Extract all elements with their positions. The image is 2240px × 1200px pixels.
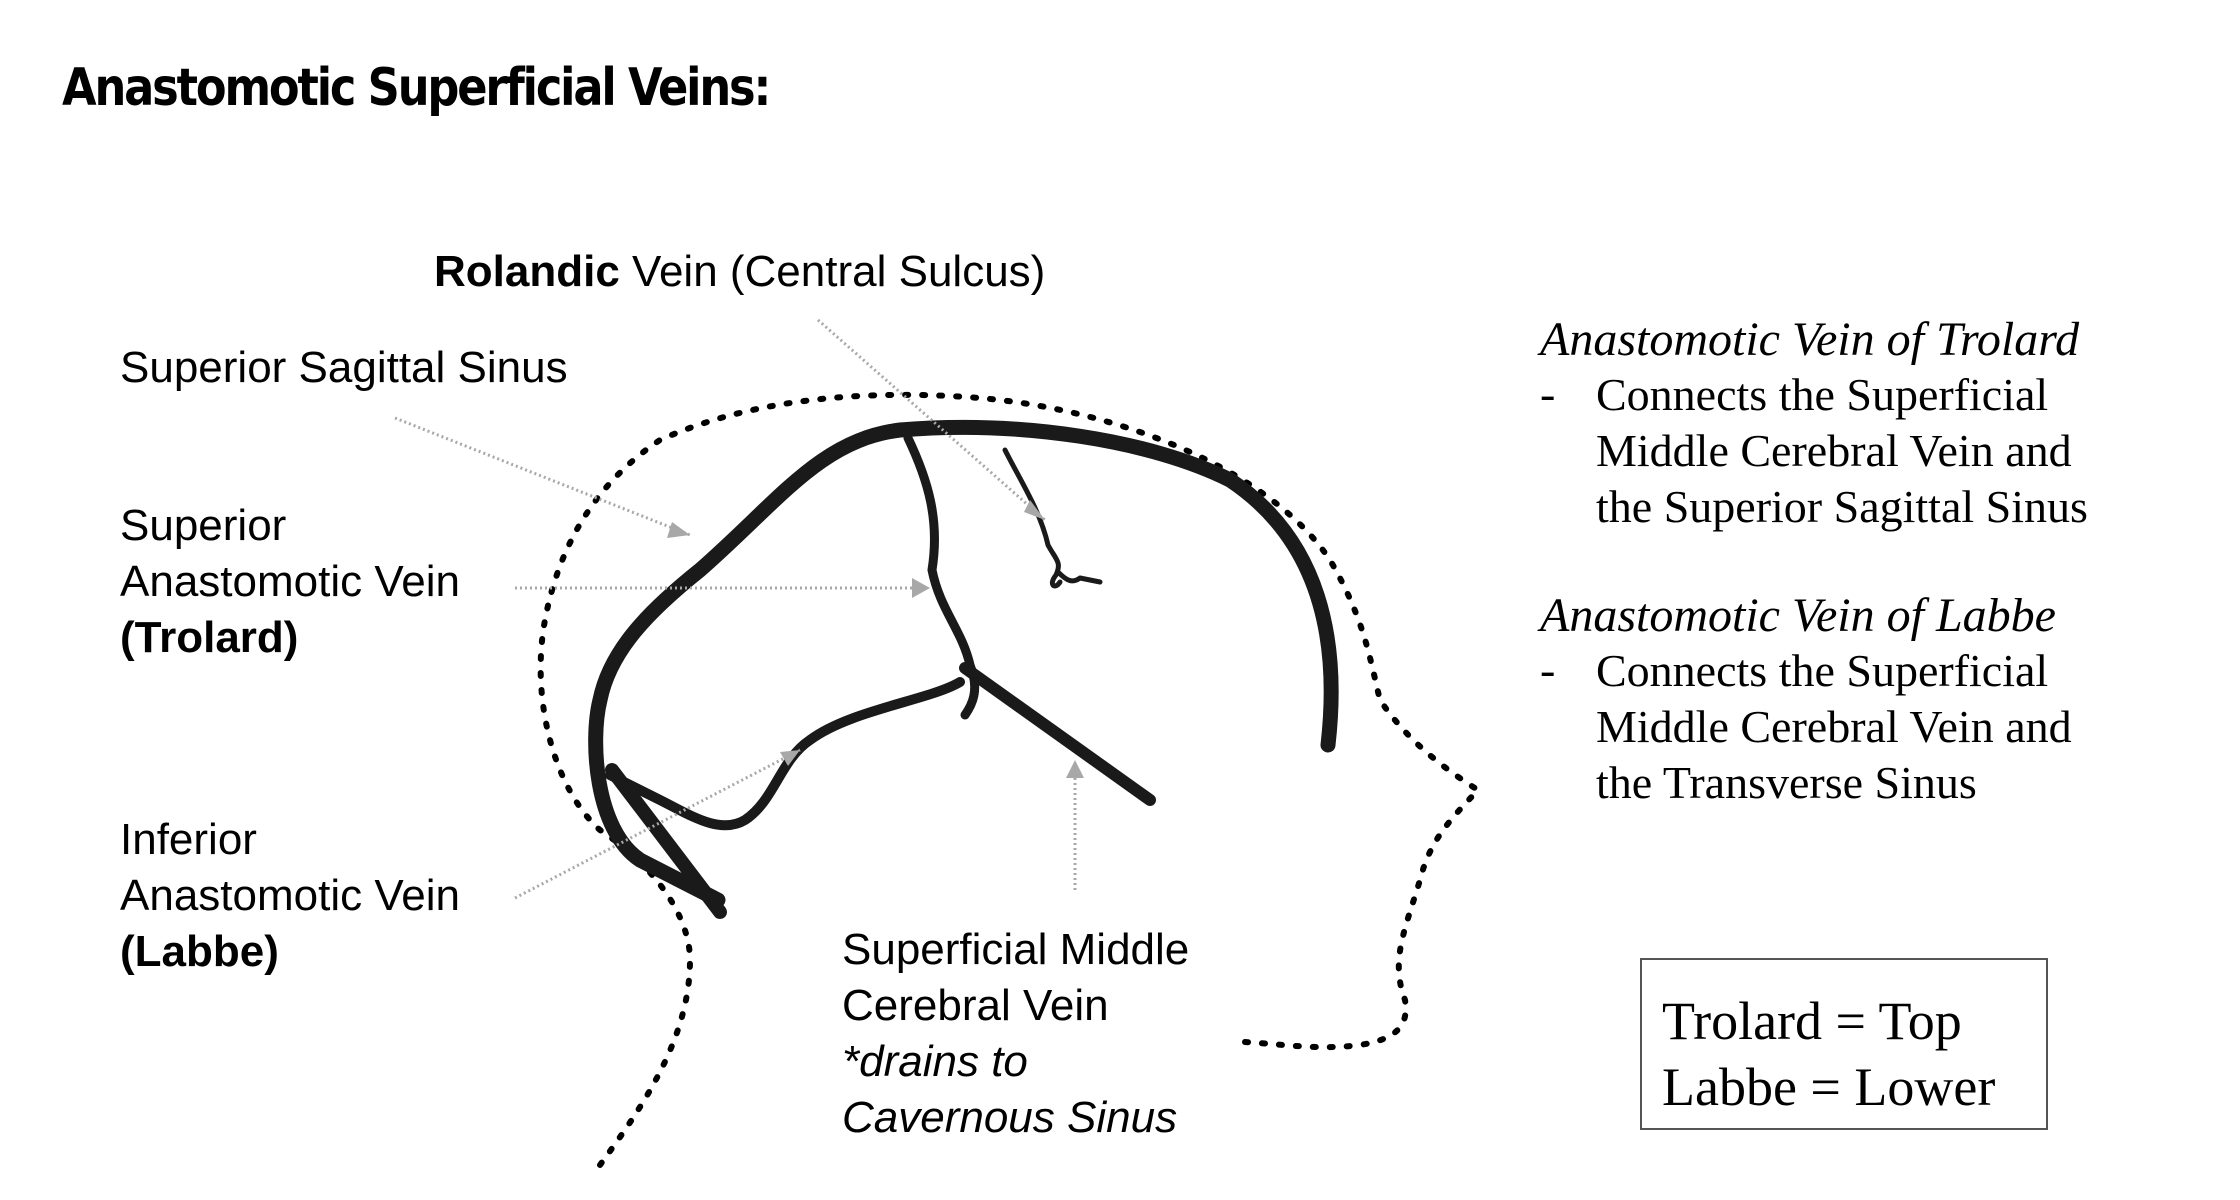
superior-sagittal-sinus-vessel: [588, 419, 1339, 908]
labbe-note-line: Middle Cerebral Vein and: [1596, 701, 2072, 752]
pointer-labbe: [514, 748, 801, 900]
labbe-connector-vessel: [605, 677, 965, 831]
labbe-label-line3: (Labbe): [120, 927, 279, 976]
labbe-note-line: Connects the Superficial: [1596, 645, 2049, 696]
trolard-note: Anastomotic Vein of Trolard - Connects t…: [1540, 312, 2088, 537]
pointer-arrowheads: [667, 500, 1084, 778]
trolard-label: Superior Anastomotic Vein (Trolard): [120, 498, 460, 666]
trolard-note-line: Middle Cerebral Vein and: [1596, 425, 2072, 476]
rolandic-vein-vessel: [903, 433, 980, 720]
arrowhead-superior-sagittal: [667, 522, 690, 538]
rolandic-rest: Vein (Central Sulcus): [619, 247, 1046, 296]
arrowhead-smcv: [1066, 760, 1084, 778]
trolard-label-line3: (Trolard): [120, 613, 299, 662]
smcv-label-line2: Cerebral Vein: [842, 981, 1109, 1030]
superficial-middle-cerebral-vein-vessel: [959, 662, 1156, 806]
page-title: Anastomotic Superficial Veins:: [62, 58, 771, 118]
smcv-label-line1: Superficial Middle: [842, 925, 1190, 974]
trolard-label-line2: Anastomotic Vein: [120, 557, 460, 606]
trolard-note-line: the Superior Sagittal Sinus: [1596, 481, 2088, 532]
mnemonic-line-trolard: Trolard = Top: [1662, 991, 1962, 1051]
trolard-label-line1: Superior: [120, 501, 287, 550]
labbe-label-line1: Inferior: [120, 815, 257, 864]
labbe-note-title: Anastomotic Vein of Labbe: [1540, 589, 2056, 642]
arrowhead-labbe: [780, 750, 800, 766]
small-branch-vessel: [1002, 447, 1103, 589]
trolard-note-dash: -: [1540, 368, 1556, 419]
trolard-note-line: Connects the Superficial: [1596, 369, 2049, 420]
smcv-label-line4: Cavernous Sinus: [842, 1093, 1178, 1142]
labbe-note-dash: -: [1540, 644, 1556, 695]
arrowhead-trolard: [912, 578, 930, 598]
head-outline: [537, 391, 1483, 1168]
labbe-note-body: Connects the Superficial Middle Cerebral…: [1596, 643, 2072, 811]
labbe-label: Inferior Anastomotic Vein (Labbe): [120, 812, 460, 980]
rolandic-vein-label: Rolandic Vein (Central Sulcus): [434, 244, 1045, 300]
superior-sagittal-sinus-label: Superior Sagittal Sinus: [120, 343, 568, 392]
pointer-lines: [394, 318, 1077, 900]
labbe-note-line: the Transverse Sinus: [1596, 757, 1977, 808]
arrowhead-rolandic: [1024, 500, 1045, 520]
mnemonic-line-labbe: Labbe = Lower: [1662, 1057, 1996, 1117]
pointer-rolandic: [817, 318, 1046, 522]
inferior-stub-vessel: [605, 763, 727, 919]
mnemonic-box: Trolard = Top Labbe = Lower: [1640, 958, 2048, 1130]
smcv-label-line3: *drains to: [842, 1037, 1028, 1086]
labbe-note: Anastomotic Vein of Labbe - Connects the…: [1540, 588, 2072, 813]
trolard-note-title: Anastomotic Vein of Trolard: [1540, 313, 2080, 366]
rolandic-bold: Rolandic: [434, 247, 620, 296]
smcv-label: Superficial Middle Cerebral Vein *drains…: [842, 922, 1189, 1146]
labbe-label-line2: Anastomotic Vein: [120, 871, 460, 920]
trolard-note-body: Connects the Superficial Middle Cerebral…: [1596, 367, 2088, 535]
